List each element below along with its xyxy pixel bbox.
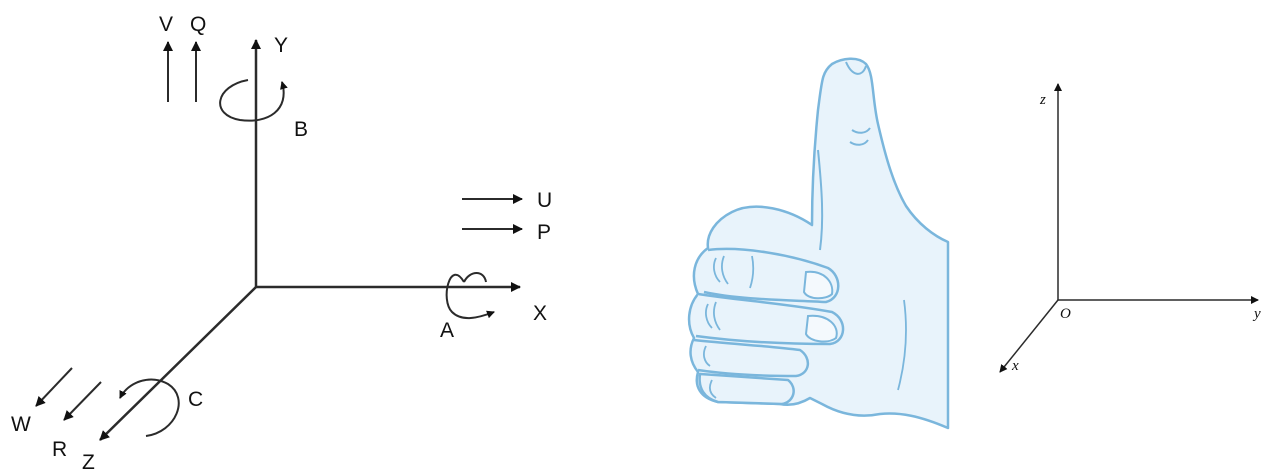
rotation-a-arc-top xyxy=(463,272,487,283)
w-label: W xyxy=(11,413,31,436)
z-axis-label: Z xyxy=(82,451,95,473)
x-axis-label: X xyxy=(533,302,547,325)
thumb-knuckle-1 xyxy=(851,127,871,134)
z-axis xyxy=(99,286,257,441)
q-label: Q xyxy=(190,13,206,36)
rotation-c-arrow xyxy=(119,378,180,437)
wrist-crease xyxy=(897,299,907,391)
thumb-knuckle-2 xyxy=(849,139,869,146)
thumb-edge xyxy=(817,149,824,251)
v-label: V xyxy=(159,13,173,36)
x-axis-right xyxy=(999,299,1059,373)
y-axis-right-label: y xyxy=(1252,306,1261,322)
rotation-a-arrow xyxy=(445,273,495,319)
x-axis-right-label: x xyxy=(1011,358,1019,374)
u-label: U xyxy=(537,189,552,212)
b-label: B xyxy=(294,118,308,141)
r-arrow xyxy=(63,381,102,421)
finger-little xyxy=(698,372,795,406)
cartesian-axes-diagram: z y x O xyxy=(999,83,1261,374)
knuckle-creases xyxy=(703,255,755,399)
nail-index xyxy=(802,270,834,300)
thumb-nail xyxy=(845,61,867,75)
p-label: P xyxy=(537,221,551,244)
z-axis-right-label: z xyxy=(1039,92,1046,108)
rotation-b-arrow xyxy=(219,79,288,122)
thumbs-up-hand-icon xyxy=(687,57,950,430)
origin-label: O xyxy=(1060,306,1071,322)
machine-axes-diagram: Y X Z V Q B U P A W R C xyxy=(11,13,552,473)
finger-ring xyxy=(693,338,809,378)
nail-middle xyxy=(804,314,838,343)
a-label: A xyxy=(440,319,454,342)
y-axis-label: Y xyxy=(274,34,288,57)
c-label: C xyxy=(188,388,203,411)
w-arrow xyxy=(35,367,73,407)
r-label: R xyxy=(52,438,67,461)
